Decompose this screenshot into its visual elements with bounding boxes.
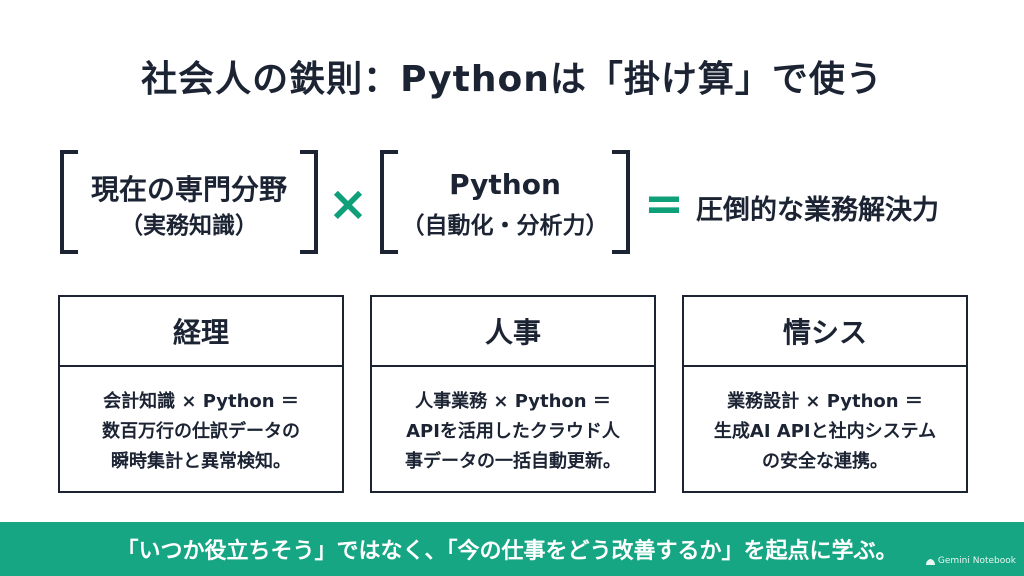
card-line: 会計知識 × Python ＝ (103, 391, 299, 412)
card-line: の安全な連携。 (762, 451, 888, 472)
card-line: 業務設計 × Python ＝ (727, 391, 923, 412)
card-body: 人事業務 × Python ＝ APIを活用したクラウド人 事データの一括自動更… (372, 367, 654, 477)
card-line: 生成AI APIと社内システム (713, 421, 937, 442)
slide-title: 社会人の鉄則：Pythonは「掛け算」で使う (141, 59, 883, 100)
card-body: 業務設計 × Python ＝ 生成AI APIと社内システム の安全な連携。 (684, 367, 966, 477)
equals-operator: = (643, 176, 685, 232)
expertise-sub: （実務知識） (120, 213, 258, 239)
footer-message: 「いつか役立ちそう」ではなく、「今の仕事をどう改善するか」を起点に学ぶ。 (116, 539, 898, 564)
card-title: 経理 (60, 297, 342, 367)
card-it: 情シス 業務設計 × Python ＝ 生成AI APIと社内システム の安全な… (682, 295, 968, 493)
card-line: 事データの一括自動更新。 (405, 451, 621, 472)
card-title: 情シス (684, 297, 966, 367)
card-title: 人事 (372, 297, 654, 367)
notebook-logo-icon (925, 558, 935, 565)
card-hr: 人事 人事業務 × Python ＝ APIを活用したクラウド人 事データの一括… (370, 295, 656, 493)
formula-result: 圧倒的な業務解決力 (696, 195, 939, 226)
python-main: Python (449, 168, 561, 201)
footer-banner: 「いつか役立ちそう」ではなく、「今の仕事をどう改善するか」を起点に学ぶ。 Gem… (0, 522, 1024, 576)
brand-mark: Gemini Notebook (925, 556, 1016, 566)
card-line: APIを活用したクラウド人 (406, 421, 620, 442)
card-line: 人事業務 × Python ＝ (415, 391, 611, 412)
python-bracket: Python （自動化・分析力） (380, 150, 630, 254)
expertise-main: 現在の専門分野 (90, 173, 287, 206)
python-sub: （自動化・分析力） (401, 213, 609, 239)
card-line: 瞬時集計と異常検知。 (111, 451, 291, 472)
card-body: 会計知識 × Python ＝ 数百万行の仕訳データの 瞬時集計と異常検知。 (60, 367, 342, 477)
formula: 現在の専門分野 （実務知識） × Python （自動化・分析力） = 圧倒的な… (0, 150, 1024, 260)
card-accounting: 経理 会計知識 × Python ＝ 数百万行の仕訳データの 瞬時集計と異常検知… (58, 295, 344, 493)
card-line: 数百万行の仕訳データの (102, 421, 300, 442)
times-operator: × (327, 176, 369, 232)
brand-label: Gemini Notebook (937, 556, 1016, 566)
expertise-bracket: 現在の専門分野 （実務知識） (60, 150, 318, 254)
